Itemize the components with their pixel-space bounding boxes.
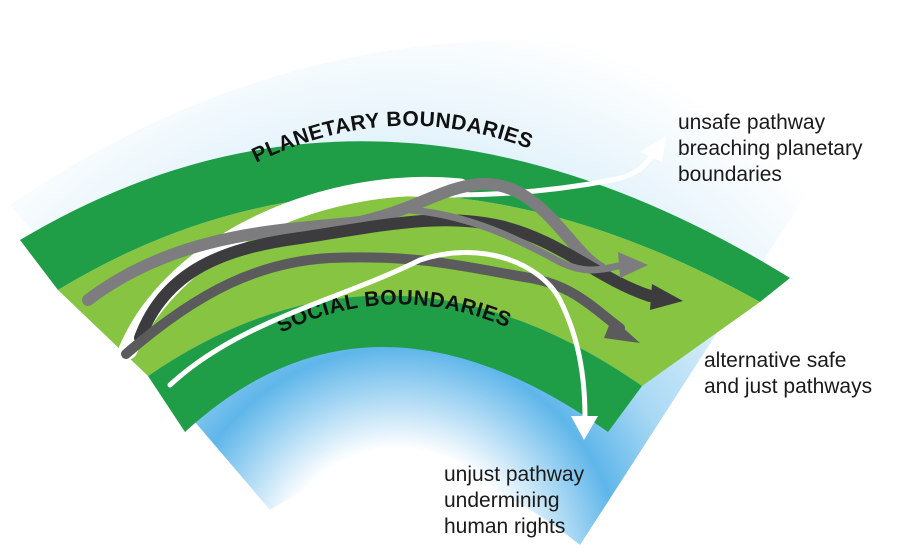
pathways-group: [82, 136, 683, 440]
dark-pathway: [134, 214, 656, 344]
dark-pathway-arrowhead: [650, 284, 683, 310]
unjust-pathway-arrowhead: [571, 416, 598, 440]
planetary-boundary-band: [20, 141, 790, 302]
unjust-pathway-note: unjust pathway undermining human rights: [444, 463, 585, 538]
grey-pathway-mid: [406, 206, 622, 274]
grey-pathway-lower: [121, 252, 625, 359]
unsafe-pathway-note: unsafe pathway breaching planetary bound…: [678, 111, 863, 186]
grey-pathway-mid-arrowhead: [618, 252, 648, 278]
social-boundary-band: [148, 295, 642, 432]
safe-pathways-note: alternative safe and just pathways: [704, 349, 873, 398]
grey-pathway-lower-arrowhead: [604, 318, 640, 343]
unjust-pathway-arrow: [167, 250, 588, 421]
unsafe-pathway-arrowhead: [640, 136, 666, 162]
